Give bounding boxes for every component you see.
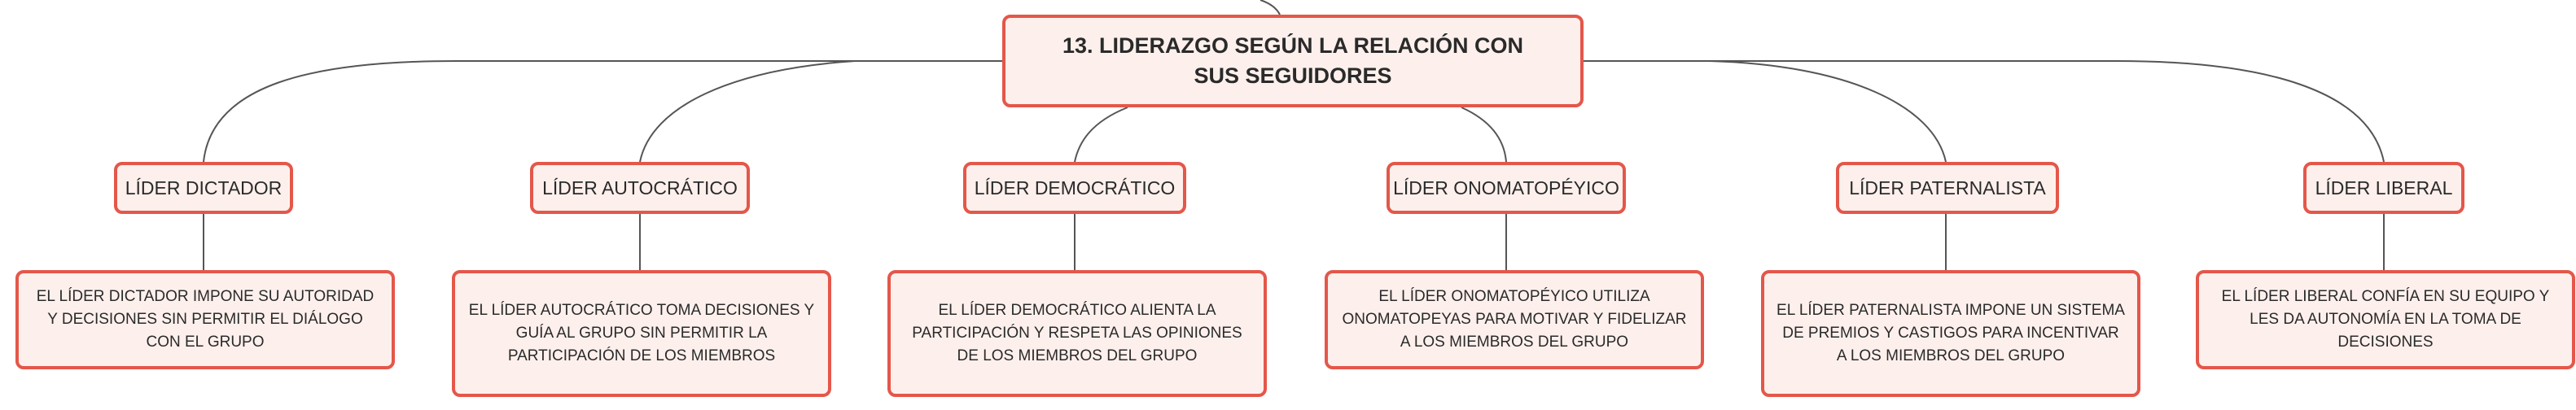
leader-node-dictador[interactable]: LÍDER DICTADOR	[114, 162, 293, 214]
description-node-autocratico[interactable]: EL LÍDER AUTOCRÁTICO TOMA DECISIONES Y G…	[452, 270, 831, 397]
connector-root-onomatopeyico	[1461, 107, 1507, 163]
description-node-onomatopeyico[interactable]: EL LÍDER ONOMATOPÉYICO UTILIZA ONOMATOPE…	[1325, 270, 1704, 369]
root-topic-title: 13. LIDERAZGO SEGÚN LA RELACIÓN CON SUS …	[1062, 33, 1524, 88]
connector-root-autocratico	[639, 60, 1002, 163]
description-text: EL LÍDER AUTOCRÁTICO TOMA DECISIONES Y G…	[468, 302, 815, 364]
description-node-paternalista[interactable]: EL LÍDER PATERNALISTA IMPONE UN SISTEMA …	[1761, 270, 2140, 397]
connector-root-democratico	[1074, 107, 1128, 163]
leader-node-onomatopeyico[interactable]: LÍDER ONOMATOPÉYICO	[1387, 162, 1626, 214]
leader-label: LÍDER LIBERAL	[2315, 177, 2453, 198]
leader-node-democratico[interactable]: LÍDER DEMOCRÁTICO	[963, 162, 1186, 214]
description-node-liberal[interactable]: EL LÍDER LIBERAL CONFÍA EN SU EQUIPO Y L…	[2196, 270, 2575, 369]
root-topic[interactable]: 13. LIDERAZGO SEGÚN LA RELACIÓN CON SUS …	[1002, 15, 1584, 107]
leader-node-autocratico[interactable]: LÍDER AUTOCRÁTICO	[530, 162, 750, 214]
leader-label: LÍDER DEMOCRÁTICO	[974, 177, 1176, 198]
leader-label: LÍDER AUTOCRÁTICO	[542, 177, 738, 198]
description-node-democratico[interactable]: EL LÍDER DEMOCRÁTICO ALIENTA LA PARTICIP…	[887, 270, 1267, 397]
connector-root-dictador	[203, 60, 1002, 163]
leader-label: LÍDER ONOMATOPÉYICO	[1393, 177, 1619, 198]
parent-connector	[1260, 0, 1281, 15]
connector-root-paternalista	[1584, 60, 1947, 163]
description-node-dictador[interactable]: EL LÍDER DICTADOR IMPONE SU AUTORIDAD Y …	[15, 270, 395, 369]
leader-node-paternalista[interactable]: LÍDER PATERNALISTA	[1836, 162, 2059, 214]
leader-node-liberal[interactable]: LÍDER LIBERAL	[2303, 162, 2464, 214]
connector-root-liberal	[1584, 60, 2385, 163]
description-text: EL LÍDER DICTADOR IMPONE SU AUTORIDAD Y …	[36, 288, 375, 351]
description-text: EL LÍDER LIBERAL CONFÍA EN SU EQUIPO Y L…	[2221, 288, 2550, 351]
description-text: EL LÍDER DEMOCRÁTICO ALIENTA LA PARTICIP…	[912, 302, 1242, 364]
leader-label: LÍDER PATERNALISTA	[1849, 177, 2046, 198]
description-text: EL LÍDER PATERNALISTA IMPONE UN SISTEMA …	[1776, 302, 2125, 364]
leader-label: LÍDER DICTADOR	[125, 177, 283, 198]
description-text: EL LÍDER ONOMATOPÉYICO UTILIZA ONOMATOPE…	[1342, 288, 1687, 351]
